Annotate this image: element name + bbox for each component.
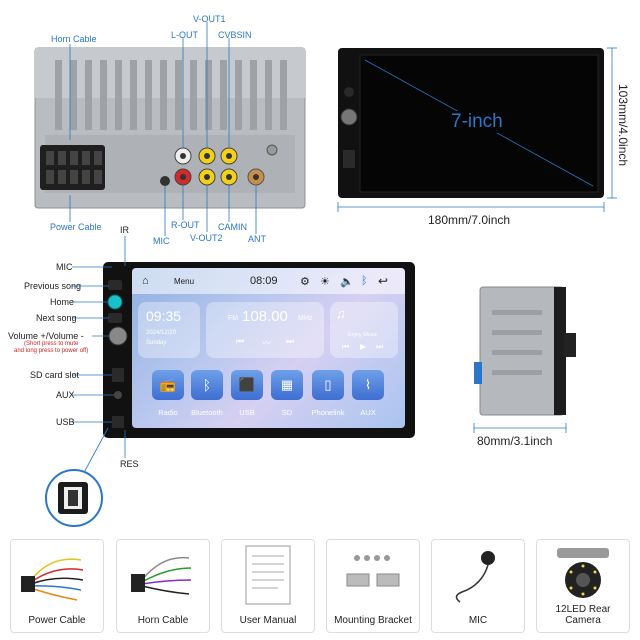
accessory-label: User Manual bbox=[239, 615, 297, 626]
accessory-horn-cable: Horn Cable bbox=[116, 539, 210, 633]
music-play-icon[interactable]: ▶ bbox=[360, 342, 367, 351]
accessory-rear-camera: 12LED Rear Camera bbox=[536, 539, 630, 633]
rear-camera-icon bbox=[557, 548, 609, 598]
menu-label[interactable]: Menu bbox=[174, 277, 195, 286]
previous-song-label: Previous song bbox=[24, 281, 82, 291]
accessory-power-cable: Power Cable bbox=[10, 539, 104, 633]
volume-icon[interactable]: 🔈 bbox=[340, 276, 354, 288]
music-next-icon[interactable]: ⏭ bbox=[376, 342, 384, 351]
aux-app-label: AUX bbox=[360, 408, 376, 417]
accessory-mounting-bracket: Mounting Bracket bbox=[326, 539, 420, 633]
power-cable-icon bbox=[21, 558, 84, 601]
clock-time: 09:35 bbox=[146, 308, 182, 324]
usb-app-label: USB bbox=[239, 408, 255, 417]
ant-label: ANT bbox=[248, 234, 266, 244]
accessory-label: Power Cable bbox=[28, 615, 86, 626]
mounting-bracket-icon bbox=[346, 555, 400, 587]
music-note-icon: ♫ bbox=[336, 306, 346, 321]
sd-app-icon[interactable]: ▦ bbox=[271, 370, 303, 400]
bluetooth-status-icon: ᛒ bbox=[361, 275, 368, 287]
music-label: Enjoy Music bbox=[348, 332, 378, 338]
radio-prev-icon[interactable]: ⏮ bbox=[236, 336, 245, 346]
bluetooth-app-label: Bluetooth bbox=[191, 408, 223, 417]
side-depth-dimension: 80mm/3.1inch bbox=[477, 434, 553, 448]
phonelink-app-icon[interactable]: ▯ bbox=[312, 370, 344, 400]
home-icon[interactable]: ⌂ bbox=[142, 275, 149, 287]
accessory-label: Horn Cable bbox=[137, 615, 189, 626]
ir-label: IR bbox=[120, 225, 129, 235]
v-out2-label: V-OUT2 bbox=[190, 233, 223, 243]
accessory-label: 12LED Rear Camera bbox=[555, 604, 611, 626]
power-cable-label: Power Cable bbox=[50, 222, 102, 232]
music-prev-icon[interactable]: ⏮ bbox=[342, 342, 350, 351]
radio-app-icon[interactable]: 📻 bbox=[152, 370, 184, 400]
aux-app-icon[interactable]: ⌇ bbox=[352, 370, 384, 400]
accessory-mic: MIC bbox=[431, 539, 525, 633]
accessory-user-manual: User Manual bbox=[221, 539, 315, 633]
fm-unit: MHz bbox=[298, 315, 313, 322]
phonelink-app-label: Phonelink bbox=[311, 408, 345, 417]
head-unit-screen[interactable]: ⌂ Menu 08:09 ⚙ ☀ 🔈 ᛒ ↩ 09:35 2024/12/20 … bbox=[132, 268, 405, 428]
status-bar bbox=[132, 268, 405, 294]
back-icon[interactable]: ↩ bbox=[378, 274, 389, 288]
res-label: RES bbox=[120, 459, 139, 469]
front-width-dimension: 180mm/7.0inch bbox=[428, 213, 511, 227]
fm-frequency: 108.00 bbox=[242, 308, 288, 325]
music-widget[interactable]: ♫ Enjoy Music ⏮ ▶ ⏭ bbox=[330, 302, 398, 358]
radio-app-label: Radio bbox=[158, 408, 178, 417]
user-manual-icon bbox=[245, 545, 291, 605]
volume-note-line2: and long press to power off) bbox=[14, 348, 89, 354]
l-out-label: L-OUT bbox=[171, 30, 198, 40]
mic-port-label: MIC bbox=[153, 236, 170, 246]
home-label: Home bbox=[50, 297, 75, 307]
radio-wave-icon: 〰 bbox=[262, 338, 272, 348]
mic-label: MIC bbox=[56, 262, 73, 272]
accessory-label: MIC bbox=[468, 615, 488, 626]
status-time: 08:09 bbox=[250, 275, 278, 287]
clock-day: Sunday bbox=[146, 340, 167, 346]
aux-label: AUX bbox=[56, 390, 75, 400]
clock-date: 2024/12/20 bbox=[146, 330, 177, 336]
usb-label: USB bbox=[56, 417, 75, 427]
accessory-label: Mounting Bracket bbox=[334, 615, 412, 626]
steering-icon[interactable]: ⚙ bbox=[300, 276, 310, 288]
camin-label: CAMIN bbox=[218, 222, 247, 232]
screen-size-label: 7-inch bbox=[448, 111, 506, 133]
usb-app-icon[interactable]: ⬛ bbox=[231, 370, 263, 400]
v-out1-label: V-OUT1 bbox=[193, 14, 226, 24]
horn-cable-label: Horn Cable bbox=[51, 34, 97, 44]
r-out-label: R-OUT bbox=[171, 220, 200, 230]
next-song-label: Next song bbox=[36, 313, 77, 323]
radio-next-icon[interactable]: ⏭ bbox=[286, 336, 295, 346]
sd-app-label: SD bbox=[281, 408, 293, 417]
fm-band: FM bbox=[228, 315, 239, 322]
volume-label: Volume +/Volume - bbox=[8, 331, 84, 341]
clock-widget[interactable]: 09:35 2024/12/20 Sunday bbox=[138, 302, 200, 358]
bluetooth-app-icon[interactable]: ᛒ bbox=[191, 370, 223, 400]
horn-cable-icon bbox=[131, 556, 192, 595]
radio-widget[interactable]: FM 108.00 MHz ⏮ 〰 ⏭ bbox=[206, 302, 324, 358]
brightness-icon[interactable]: ☀ bbox=[320, 276, 330, 288]
sd-card-slot-label: SD card slot bbox=[30, 370, 80, 380]
cvbsin-label: CVBSIN bbox=[218, 30, 252, 40]
volume-note-line1: (Short press to mute bbox=[24, 341, 79, 347]
mic-icon bbox=[455, 551, 495, 603]
